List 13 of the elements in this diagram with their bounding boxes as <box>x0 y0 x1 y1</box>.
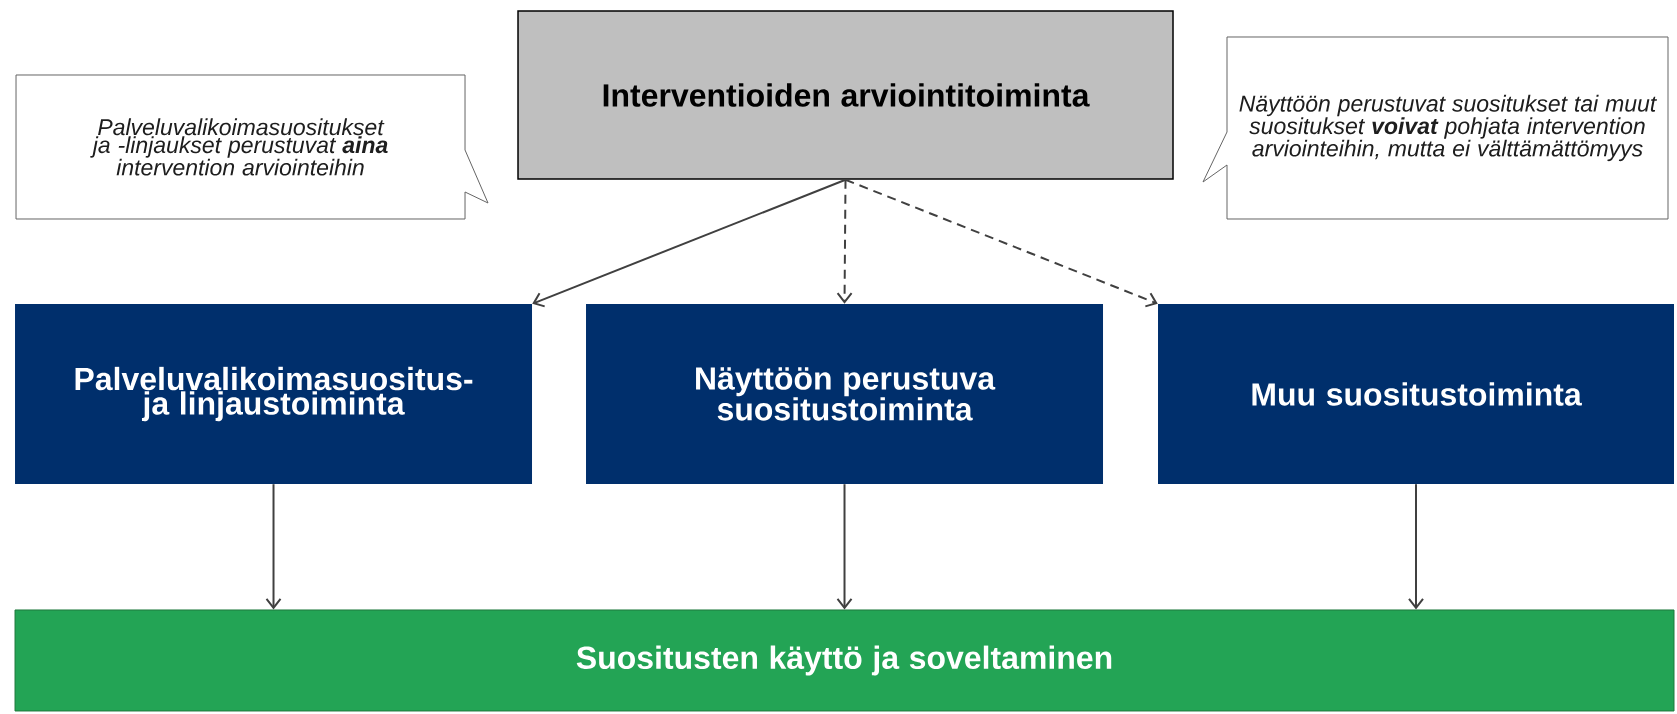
process-box: Palveluvalikoimasuositus- ja linjaustoiminta <box>15 304 532 484</box>
process-box: Muu suositustoiminta <box>1158 304 1674 484</box>
result-bar: Suositusten käyttö ja soveltaminen <box>14 609 1675 712</box>
process-box: Interventioiden arviointitoiminta <box>517 10 1174 180</box>
arrow <box>265 483 282 610</box>
process-box: Näyttöön perustuva suositustoiminta <box>586 304 1103 484</box>
arrow <box>836 483 853 610</box>
speech-bubble: Palveluvalikoimasuositukset ja -linjaukset perustuvat aina intervention arviointeihin <box>15 74 489 220</box>
arrow <box>836 178 853 304</box>
arrow <box>532 178 847 308</box>
speech-bubble: Näyttöön perustuvat suositukset tai muut suositukset voivat pohjata intervention arviointeihin, mutta ei välttämättömyys <box>1202 36 1669 220</box>
arrow <box>844 178 1158 308</box>
arrow <box>1408 483 1424 610</box>
